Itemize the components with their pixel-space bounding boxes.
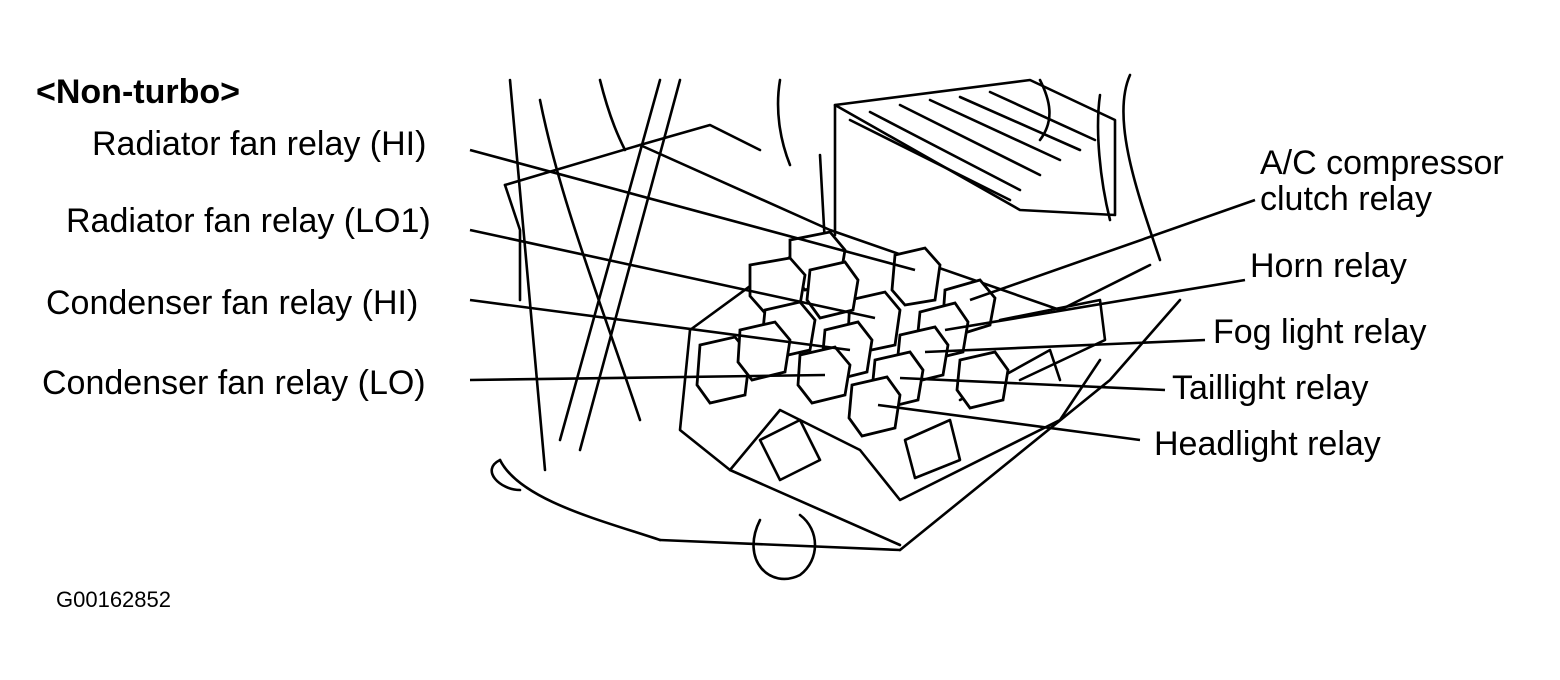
radiator-fan-relay-hi-shape bbox=[890, 246, 942, 307]
figure-id: G00162852 bbox=[56, 587, 171, 612]
label-condenser-fan-relay-lo: Condenser fan relay (LO) bbox=[42, 364, 426, 402]
label-condenser-fan-relay-hi: Condenser fan relay (HI) bbox=[46, 284, 419, 322]
leader-lines bbox=[469, 148, 1256, 442]
leader-condenser-fan-relay-hi bbox=[469, 298, 851, 352]
leader-headlight-relay bbox=[877, 403, 1141, 442]
leader-condenser-fan-relay-lo bbox=[469, 373, 826, 382]
relays bbox=[695, 230, 1010, 438]
label-ac-compressor-line1: A/C compressor bbox=[1260, 144, 1504, 182]
relay-block-housing bbox=[503, 123, 1152, 547]
label-radiator-fan-relay-hi: Radiator fan relay (HI) bbox=[92, 125, 427, 163]
label-horn-relay: Horn relay bbox=[1250, 247, 1407, 285]
headlight-relay-shape bbox=[847, 375, 902, 438]
leader-fog-light-relay bbox=[924, 338, 1206, 354]
fuse-box-cover bbox=[818, 78, 1117, 247]
leader-horn-relay bbox=[944, 278, 1246, 332]
leader-taillight-relay bbox=[899, 376, 1166, 392]
section-title: <Non-turbo> bbox=[36, 73, 240, 111]
leader-ac-compressor-clutch-relay bbox=[969, 198, 1256, 302]
label-headlight-relay: Headlight relay bbox=[1154, 425, 1381, 463]
leader-radiator-fan-relay-lo1 bbox=[469, 228, 876, 320]
label-ac-compressor-line2: clutch relay bbox=[1260, 180, 1432, 218]
label-fog-light-relay: Fog light relay bbox=[1213, 313, 1427, 351]
leader-radiator-fan-relay-hi bbox=[469, 148, 916, 272]
label-radiator-fan-relay-lo1: Radiator fan relay (LO1) bbox=[66, 202, 431, 240]
label-taillight-relay: Taillight relay bbox=[1172, 369, 1369, 407]
